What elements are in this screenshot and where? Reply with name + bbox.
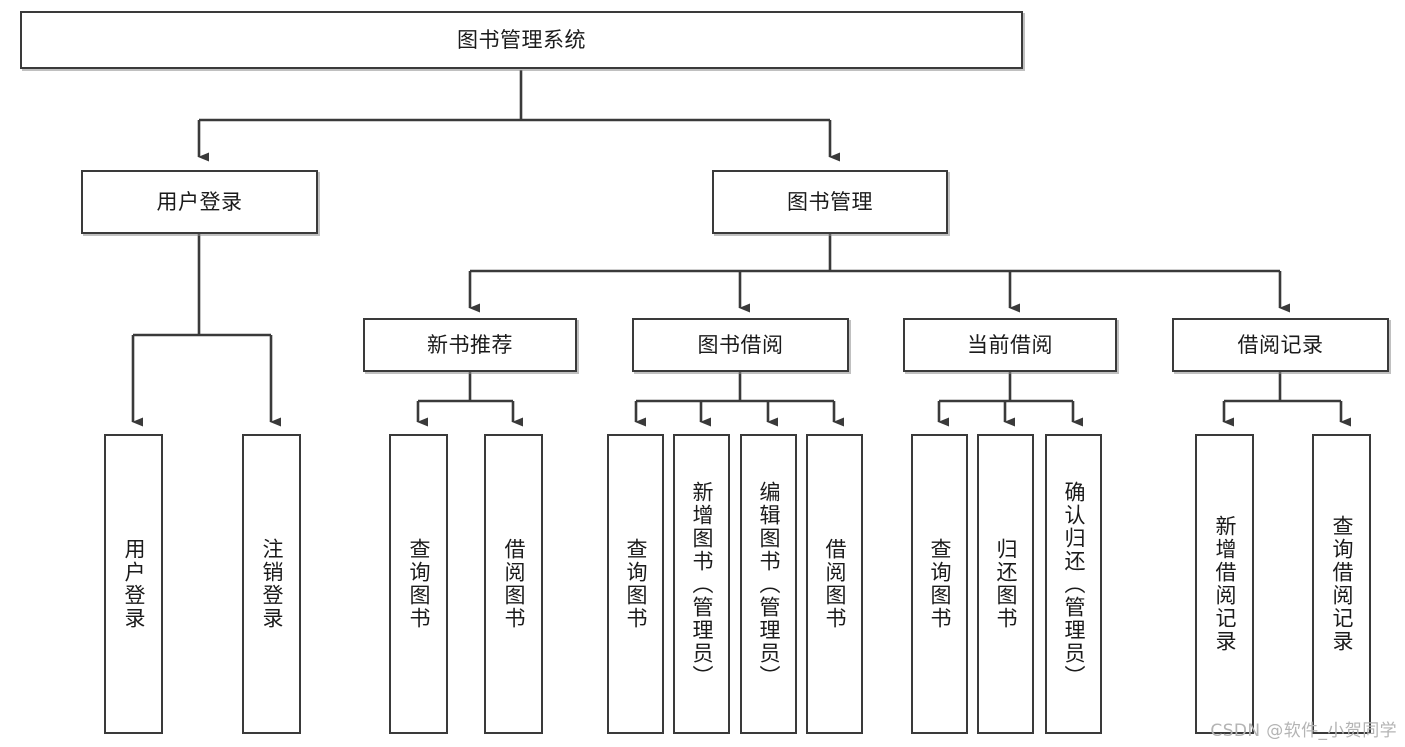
leaf-new-book-borrow[interactable]: 借阅图书: [484, 434, 543, 734]
leaf-borrow-edit-book[interactable]: 编辑图书（管理员）: [740, 434, 797, 734]
node-book-management[interactable]: 图书管理: [712, 170, 948, 234]
leaf-record-add-label: 新增借阅记录: [1213, 515, 1237, 653]
node-borrow-record-label: 借阅记录: [1237, 332, 1324, 357]
node-book-borrow-label: 图书借阅: [697, 332, 784, 357]
node-book-management-label: 图书管理: [787, 189, 873, 214]
leaf-current-query-book-label: 查询图书: [928, 538, 952, 630]
leaf-user-login-login[interactable]: 用户登录: [104, 434, 163, 734]
leaf-user-login-logout[interactable]: 注销登录: [242, 434, 301, 734]
leaf-current-return-book[interactable]: 归还图书: [977, 434, 1034, 734]
leaf-record-query-label: 查询借阅记录: [1330, 515, 1354, 653]
leaf-borrow-borrow-book-label: 借阅图书: [823, 538, 847, 630]
leaf-borrow-query-book[interactable]: 查询图书: [607, 434, 664, 734]
leaf-record-add[interactable]: 新增借阅记录: [1195, 434, 1254, 734]
node-root-library-system[interactable]: 图书管理系统: [20, 11, 1023, 69]
node-new-book-recommend[interactable]: 新书推荐: [363, 318, 577, 372]
leaf-borrow-add-book[interactable]: 新增图书（管理员）: [673, 434, 730, 734]
node-new-book-recommend-label: 新书推荐: [427, 332, 513, 357]
leaf-borrow-edit-book-label: 编辑图书（管理员）: [757, 480, 781, 688]
leaf-new-book-query[interactable]: 查询图书: [389, 434, 448, 734]
leaf-user-login-logout-label: 注销登录: [260, 538, 284, 630]
node-current-borrow[interactable]: 当前借阅: [903, 318, 1117, 372]
node-root-label: 图书管理系统: [457, 27, 586, 52]
node-book-borrow[interactable]: 图书借阅: [632, 318, 849, 372]
leaf-user-login-login-label: 用户登录: [122, 538, 146, 630]
csdn-watermark: CSDN @软件_小贺同学: [1210, 721, 1397, 741]
leaf-new-book-borrow-label: 借阅图书: [502, 538, 526, 630]
leaf-current-return-book-label: 归还图书: [994, 538, 1018, 630]
leaf-borrow-add-book-label: 新增图书（管理员）: [690, 480, 714, 688]
leaf-current-confirm-return[interactable]: 确认归还（管理员）: [1045, 434, 1102, 734]
leaf-current-query-book[interactable]: 查询图书: [911, 434, 968, 734]
node-user-login[interactable]: 用户登录: [81, 170, 318, 234]
node-borrow-record[interactable]: 借阅记录: [1172, 318, 1389, 372]
leaf-current-confirm-return-label: 确认归还（管理员）: [1062, 480, 1086, 688]
leaf-borrow-borrow-book[interactable]: 借阅图书: [806, 434, 863, 734]
leaf-borrow-query-book-label: 查询图书: [624, 538, 648, 630]
node-user-login-label: 用户登录: [156, 189, 243, 214]
node-current-borrow-label: 当前借阅: [967, 332, 1053, 357]
leaf-record-query[interactable]: 查询借阅记录: [1312, 434, 1371, 734]
leaf-new-book-query-label: 查询图书: [407, 538, 431, 630]
